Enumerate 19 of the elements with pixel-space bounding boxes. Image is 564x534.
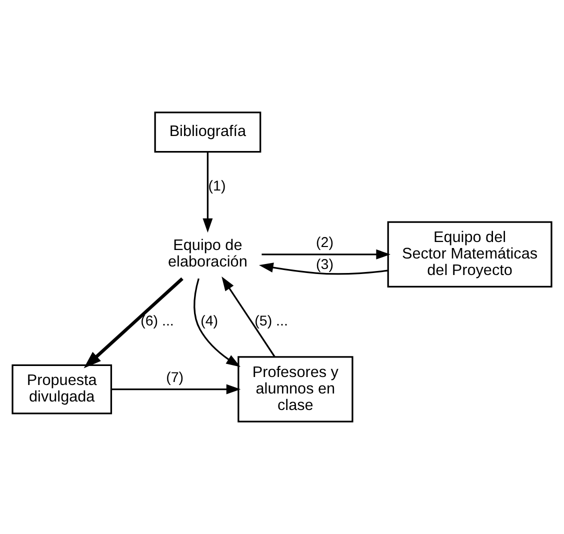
node-box: Bibliografía [154,112,262,153]
edge-label: (2) [316,235,334,252]
arrow [111,384,241,394]
arrow [222,276,276,358]
arrow [259,262,388,275]
arrow [202,152,213,233]
node-box: Profesores y alumnos en clase [238,356,354,422]
edge-label: (3) [316,257,334,274]
arrow [84,277,184,368]
edge-label: (5) ... [254,314,288,330]
arrow [262,249,390,260]
edge-label: (1) [208,178,226,195]
node-text: Equipo de elaboración [168,237,248,271]
arrow [194,278,240,368]
edge-label: (6) ... [140,314,174,330]
node-box: Propuesta divulgada [12,364,112,414]
node-box: Equipo del Sector Matemáticas del Proyecto [387,221,552,288]
edge-label: (4) [200,314,218,330]
edge-label: (7) [166,370,184,386]
